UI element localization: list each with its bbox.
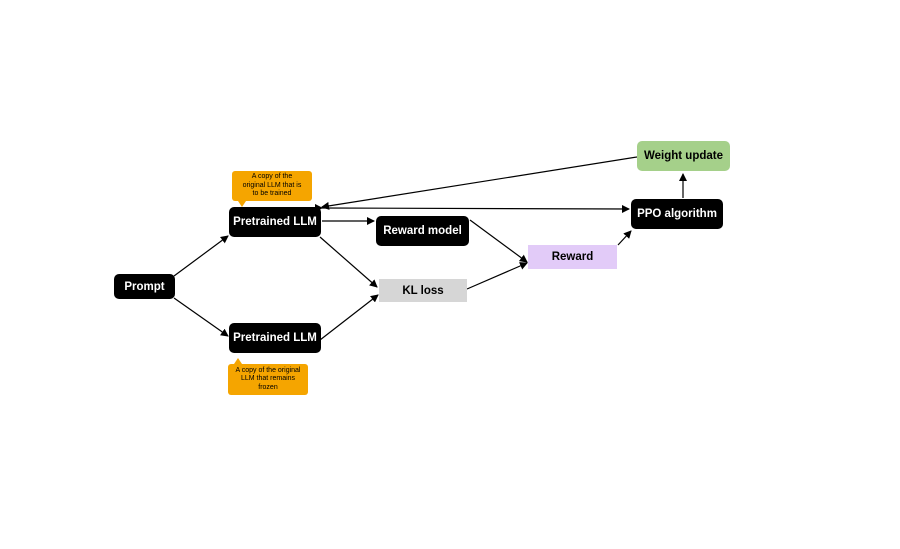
callout-bottom-tail — [234, 358, 242, 364]
callout-top-tail — [238, 201, 246, 207]
edge-kl-loss-to-reward — [466, 262, 528, 290]
edge-pretrained-bottom-to-kl-loss — [319, 294, 379, 341]
ppo-algorithm-node: PPO algorithm — [631, 199, 723, 229]
edge-pretrained-top-to-ppo — [314, 203, 630, 213]
ppo-algorithm-label: PPO algorithm — [637, 208, 717, 220]
kl-loss-label: KL loss — [402, 284, 444, 297]
callout-top-line-2: original LLM that is — [242, 181, 302, 189]
edge-prompt-to-pretrained-bottom — [173, 297, 229, 337]
callout-frozen-copy: A copy of the original LLM that remains … — [228, 358, 308, 395]
reward-model-label: Reward model — [383, 225, 462, 237]
callout-bottom-line-3: frozen — [258, 383, 278, 391]
prompt-node: Prompt — [114, 274, 175, 299]
pretrained-llm-bottom-node: Pretrained LLM — [229, 323, 321, 353]
weight-update-label: Weight update — [643, 150, 723, 162]
weight-update-node: Weight update — [637, 141, 730, 171]
edge-pretrained-top-to-kl-loss — [319, 236, 378, 288]
reward-node: Reward — [528, 245, 617, 269]
pretrained-llm-bottom-label: Pretrained LLM — [233, 332, 317, 344]
callout-top-line-1: A copy of the — [251, 173, 293, 181]
callout-bottom-line-2: LLM that remains — [240, 375, 296, 383]
edge-weight-update-to-pretrained-top — [321, 156, 638, 210]
reward-model-node: Reward model — [376, 216, 469, 246]
prompt-label: Prompt — [124, 280, 165, 293]
edge-prompt-to-pretrained-top — [173, 235, 229, 277]
callout-trained-copy: A copy of the original LLM that is to be… — [232, 171, 312, 207]
callout-top-line-3: to be trained — [252, 190, 292, 198]
pretrained-llm-top-label: Pretrained LLM — [233, 216, 317, 228]
reward-label: Reward — [551, 251, 594, 263]
kl-loss-node: KL loss — [379, 279, 467, 302]
edge-reward-model-to-reward — [469, 219, 528, 263]
pretrained-llm-top-node: Pretrained LLM — [229, 207, 321, 237]
edge-reward-to-ppo — [617, 230, 632, 246]
callout-bottom-line-1: A copy of the original — [235, 366, 301, 374]
